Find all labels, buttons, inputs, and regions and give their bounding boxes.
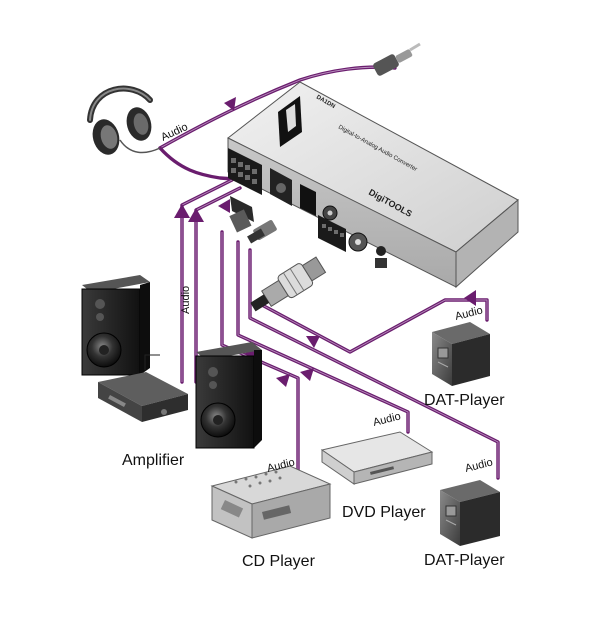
converter-device: DA1DN Digital-to-Analog Audio Converter … [227,81,519,289]
cd-player-label: CD Player [242,553,316,570]
dvd-player-device [320,431,434,485]
attached-connectors [229,196,327,312]
headphones [87,85,161,155]
cd-player-device [210,465,332,539]
speaker-left [81,275,150,376]
cables [158,65,500,480]
dat-player-bottom-label: DAT-Player [424,552,505,569]
dvd-audio-label: Audio [372,410,402,428]
dat-player-top-device [432,322,490,386]
speaker-right [195,342,262,449]
dat-bottom-audio-label: Audio [464,456,494,474]
amplifier-audio-label: Audio [180,286,192,314]
amplifier-label: Amplifier [122,452,185,469]
mini-jack-plug [373,42,421,76]
dvd-player-label: DVD Player [342,504,426,521]
dat-player-top-label: DAT-Player [424,392,505,409]
amplifier-device [98,354,188,422]
dat-top-audio-label: Audio [454,304,484,322]
dat-player-bottom-device [440,480,500,546]
